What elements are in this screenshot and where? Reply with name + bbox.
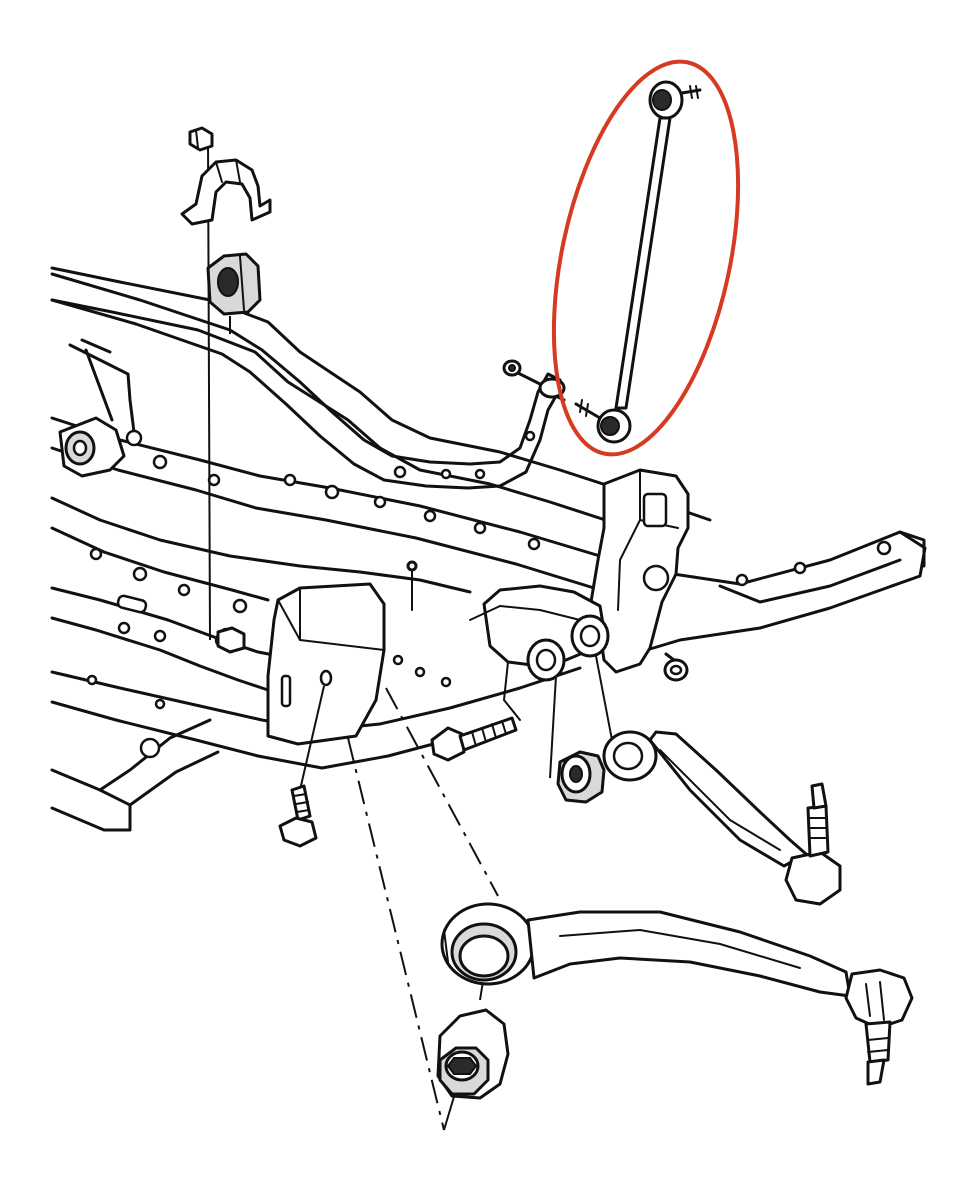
control-arm-bushing (436, 1008, 510, 1100)
stabilizer-link (574, 80, 702, 444)
nut (188, 126, 214, 152)
bushing-clamp (180, 158, 272, 226)
highlight-ring (551, 59, 741, 457)
stabilizer-bushing-assembly (180, 126, 272, 654)
control-arm-bushing (556, 750, 606, 804)
stabilizer-bar (50, 272, 566, 490)
stabilizer-bushing (206, 252, 262, 316)
lower-control-arm-rear (602, 730, 842, 906)
lower-control-arm-front (440, 902, 914, 1086)
mounting-bolt (430, 716, 518, 762)
control-arm-mount (469, 584, 610, 721)
mounting-bolt (278, 685, 325, 848)
crossmember (50, 266, 927, 832)
